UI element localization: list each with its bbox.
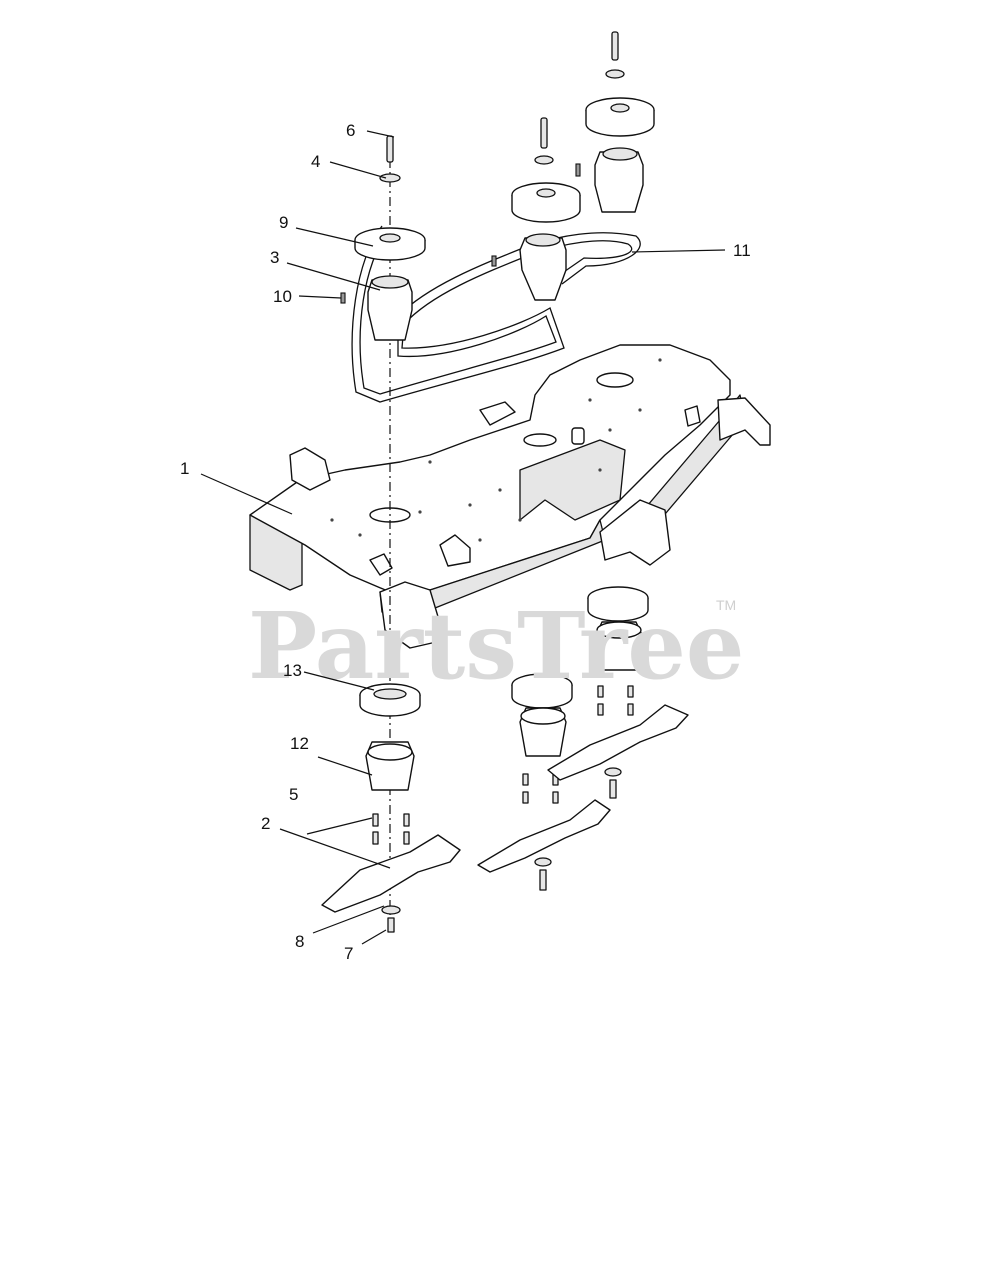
leader-lines	[200, 130, 726, 945]
callout-2: 2	[261, 814, 270, 833]
screw-5a	[372, 813, 379, 827]
callout-9: 9	[279, 213, 288, 232]
bolt-6	[386, 135, 394, 163]
callout-8: 8	[295, 932, 304, 951]
right-spindle-stack	[585, 31, 655, 213]
callout-7: 7	[344, 944, 353, 963]
callout-10: 10	[273, 287, 292, 306]
washer-4	[379, 173, 401, 183]
callout-6: 6	[346, 121, 355, 140]
callout-3: 3	[270, 248, 279, 267]
drive-belt	[351, 225, 641, 403]
callout-4: 4	[311, 152, 320, 171]
lower-left-housings	[321, 683, 461, 933]
washer-8	[381, 905, 401, 915]
blade-2	[321, 834, 461, 913]
bolt-7	[387, 917, 395, 933]
callout-5: 5	[289, 785, 298, 804]
lower-right-housings	[477, 586, 689, 891]
callout-13: 13	[283, 661, 302, 680]
callout-labels: 1 2 3 4 5 6 7 8 9 10 11 12 13	[180, 121, 751, 963]
center-spindle-stack	[491, 117, 581, 301]
callout-11: 11	[733, 241, 751, 260]
watermark: PartsTree	[248, 592, 744, 700]
callout-1: 1	[180, 459, 189, 478]
callout-12: 12	[290, 734, 309, 753]
key-10	[340, 292, 346, 304]
mower-deck	[249, 344, 771, 649]
watermark-tm: TM	[716, 597, 736, 613]
